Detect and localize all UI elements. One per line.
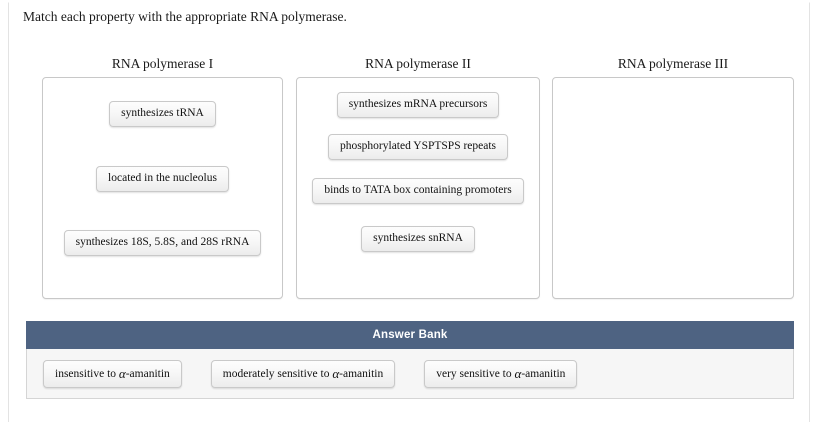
draggable-tile[interactable]: located in the nucleolus [96, 166, 229, 192]
page-title: Match each property with the appropriate… [23, 9, 347, 24]
drop-row: synthesizes 18S, 5.8S, and 28S rRNA [43, 230, 282, 256]
drop-row: phosphorylated YSPTSPS repeats [297, 134, 539, 160]
alpha-symbol: α [514, 365, 522, 381]
alpha-symbol: α [118, 365, 126, 381]
dropzone-rna-polymerase-iii[interactable] [552, 77, 794, 299]
column-header-rna-polymerase-ii: RNA polymerase II [365, 56, 471, 71]
drop-row: binds to TATA box containing promoters [297, 178, 539, 204]
tile-text-prefix: very sensitive to [436, 367, 515, 380]
draggable-tile[interactable]: binds to TATA box containing promoters [312, 178, 524, 204]
tile-text-suffix: -amanitin [521, 367, 566, 380]
tile-text-prefix: insensitive to [55, 367, 119, 380]
match-columns: RNA polymerase I synthesizes tRNA located … [9, 55, 811, 307]
draggable-tile[interactable]: synthesizes tRNA [109, 101, 216, 127]
drop-row: synthesizes tRNA [43, 101, 282, 127]
column-rna-polymerase-ii: RNA polymerase II synthesizes mRNA precur… [296, 55, 540, 299]
tile-text-suffix: -amanitin [339, 367, 384, 380]
draggable-tile[interactable]: synthesizes mRNA precursors [336, 92, 500, 118]
draggable-tile[interactable]: synthesizes 18S, 5.8S, and 28S rRNA [63, 230, 262, 256]
worksheet-frame: Match each property with the appropriate… [8, 2, 810, 422]
tile-text-suffix: -amanitin [125, 367, 170, 380]
answer-bank-tile[interactable]: insensitive to α-amanitin [43, 359, 182, 388]
dropzone-rna-polymerase-i[interactable]: synthesizes tRNA located in the nucleolus… [42, 77, 283, 299]
answer-bank-tile[interactable]: very sensitive to α-amanitin [424, 359, 578, 388]
drop-row: located in the nucleolus [43, 166, 282, 192]
draggable-tile[interactable]: phosphorylated YSPTSPS repeats [327, 134, 509, 160]
answer-bank-header: Answer Bank [26, 321, 794, 349]
alpha-symbol: α [332, 365, 340, 381]
dropzone-rna-polymerase-ii[interactable]: synthesizes mRNA precursors phosphorylate… [296, 77, 540, 299]
column-header-rna-polymerase-i: RNA polymerase I [111, 56, 214, 71]
column-rna-polymerase-iii: RNA polymerase III [552, 55, 794, 299]
tile-text-prefix: moderately sensitive to [222, 367, 333, 380]
answer-bank-tile[interactable]: moderately sensitive to α-amanitin [210, 359, 396, 388]
draggable-tile[interactable]: synthesizes snRNA [361, 226, 475, 252]
drop-row: synthesizes mRNA precursors [297, 92, 539, 118]
column-header-rna-polymerase-iii: RNA polymerase III [617, 56, 729, 71]
column-rna-polymerase-i: RNA polymerase I synthesizes tRNA located … [42, 55, 283, 299]
drop-row: synthesizes snRNA [297, 226, 539, 252]
